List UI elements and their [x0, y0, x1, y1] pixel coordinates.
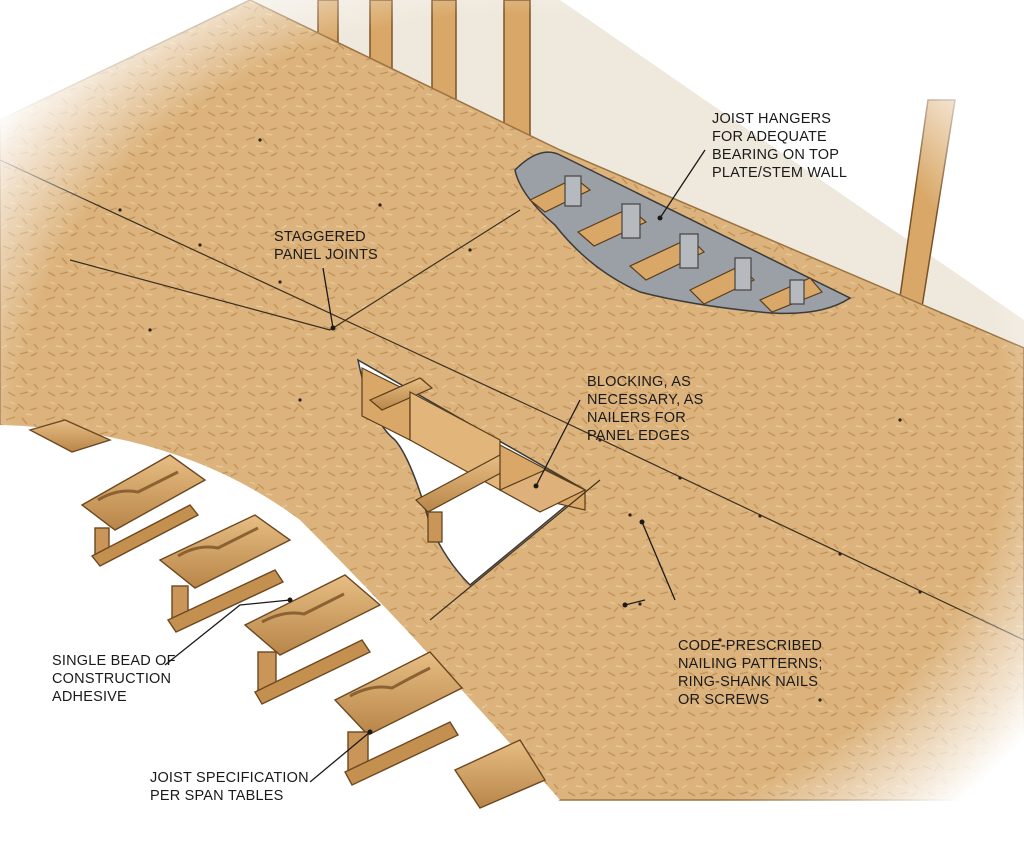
callout-line: BLOCKING, AS	[587, 374, 691, 390]
callout-line: JOIST HANGERS	[712, 111, 832, 127]
callout-line: PLATE/STEM WALL	[712, 165, 848, 181]
callout-line: OR SCREWS	[678, 692, 770, 708]
callout-construction-adhesive: SINGLE BEAD OF CONSTRUCTION ADHESIVE	[52, 652, 176, 706]
callout-line: NAILING PATTERNS;	[678, 656, 823, 672]
callout-leaders	[164, 149, 706, 783]
callout-line: SINGLE BEAD OF	[52, 653, 176, 669]
callout-line: RING-SHANK NAILS	[678, 674, 819, 690]
callout-line: NAILERS FOR	[587, 410, 686, 426]
callout-line: PANEL JOINTS	[274, 247, 378, 263]
callout-nailing-patterns: CODE-PRESCRIBED NAILING PATTERNS; RING-S…	[678, 637, 823, 709]
callout-line: FOR ADEQUATE	[712, 129, 827, 145]
callout-blocking: BLOCKING, AS NECESSARY, AS NAILERS FOR P…	[587, 373, 704, 445]
callout-joist-specification: JOIST SPECIFICATION PER SPAN TABLES	[150, 769, 309, 805]
callout-line: CODE-PRESCRIBED	[678, 638, 822, 654]
callout-line: ADHESIVE	[52, 689, 127, 705]
callout-line: CONSTRUCTION	[52, 671, 172, 687]
callout-line: STAGGERED	[274, 229, 366, 245]
callout-line: JOIST SPECIFICATION	[150, 770, 309, 786]
callout-line: NECESSARY, AS	[587, 392, 704, 408]
callout-line: BEARING ON TOP	[712, 147, 840, 163]
callout-line: PER SPAN TABLES	[150, 788, 284, 804]
callout-joist-hangers: JOIST HANGERS FOR ADEQUATE BEARING ON TO…	[712, 110, 847, 182]
callout-line: PANEL EDGES	[587, 428, 690, 444]
callout-staggered-panel-joints: STAGGERED PANEL JOINTS	[274, 228, 378, 264]
